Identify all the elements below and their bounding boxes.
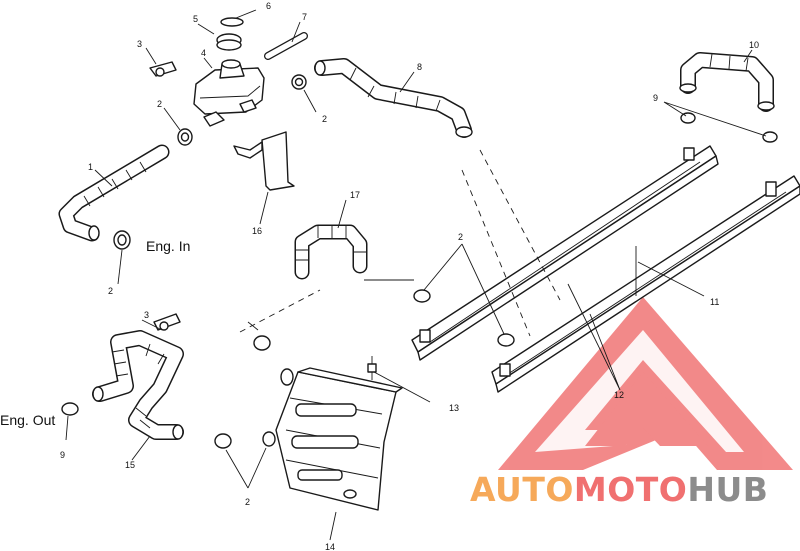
clamp-9-right-b — [762, 131, 778, 143]
hose-8 — [314, 58, 473, 138]
hose-15 — [92, 330, 184, 440]
heat-exchanger-lower — [491, 175, 800, 393]
hose-10 — [679, 52, 775, 112]
tube-7 — [264, 32, 308, 60]
callout-1: 1 — [88, 162, 93, 172]
callout-12: 12 — [614, 390, 624, 400]
clamp-3-upper — [149, 61, 177, 77]
callout-15: 15 — [125, 460, 135, 470]
callout-4: 4 — [201, 48, 206, 58]
manifold-14 — [262, 367, 403, 511]
callout-9: 9 — [653, 93, 658, 103]
watermark-wordmark: AUTOMOTOHUB — [470, 470, 768, 509]
hose-1 — [58, 144, 170, 242]
callout-2: 2 — [108, 286, 113, 296]
callout-14: 14 — [325, 542, 335, 551]
callout-3: 3 — [137, 39, 142, 49]
watermark-word-moto: MOTO — [574, 470, 687, 509]
clamp-9-left — [61, 402, 79, 416]
callout-8: 8 — [417, 62, 422, 72]
callout-5: 5 — [193, 14, 198, 24]
seal-6 — [220, 17, 244, 27]
cap-5 — [216, 33, 242, 51]
svg-text:AUTOMOTOHUB: AUTOMOTOHUB — [470, 470, 768, 509]
clamp-2-exchanger-b — [497, 333, 515, 347]
coolant-bottle-4 — [193, 59, 265, 127]
callout-2: 2 — [157, 99, 162, 109]
callout-2: 2 — [458, 232, 463, 242]
clamp-3-lower — [153, 313, 181, 331]
watermark-triangle-inner — [535, 330, 744, 452]
callout-16: 16 — [252, 226, 262, 236]
watermark-triangle-core — [585, 372, 708, 446]
callout-17: 17 — [350, 190, 360, 200]
clamp-2-item8 — [291, 74, 307, 90]
watermark-logo — [498, 297, 793, 470]
callout-11: 11 — [710, 297, 719, 307]
callout-3: 3 — [144, 310, 149, 320]
callout-2: 2 — [322, 114, 327, 124]
bracket-16 — [233, 131, 295, 191]
clamp-2-exchanger-a — [413, 289, 431, 303]
hose-17 — [294, 224, 368, 280]
sensor-13 — [367, 356, 377, 380]
clamp-2-upper — [177, 128, 193, 146]
watermark-word-auto: AUTO — [470, 470, 574, 509]
leader-lines — [65, 9, 767, 541]
flow-lines — [239, 149, 561, 337]
callout-10: 10 — [749, 40, 759, 50]
callout-2: 2 — [245, 497, 250, 507]
callouts: 1 2 2 2 2 2 3 3 4 5 6 7 8 9 9 10 11 12 1… — [60, 1, 759, 551]
engine-out-label: Eng. Out — [0, 412, 55, 428]
watermark-word-hub: HUB — [687, 470, 768, 509]
callout-6: 6 — [266, 1, 271, 11]
clamp-2-mid — [253, 335, 271, 351]
clamp-2-left — [113, 230, 131, 250]
engine-in-label: Eng. In — [146, 238, 190, 254]
callout-9: 9 — [60, 450, 65, 460]
callout-7: 7 — [302, 12, 307, 22]
clamp-2-bottom — [214, 433, 232, 449]
callout-13: 13 — [449, 403, 459, 413]
